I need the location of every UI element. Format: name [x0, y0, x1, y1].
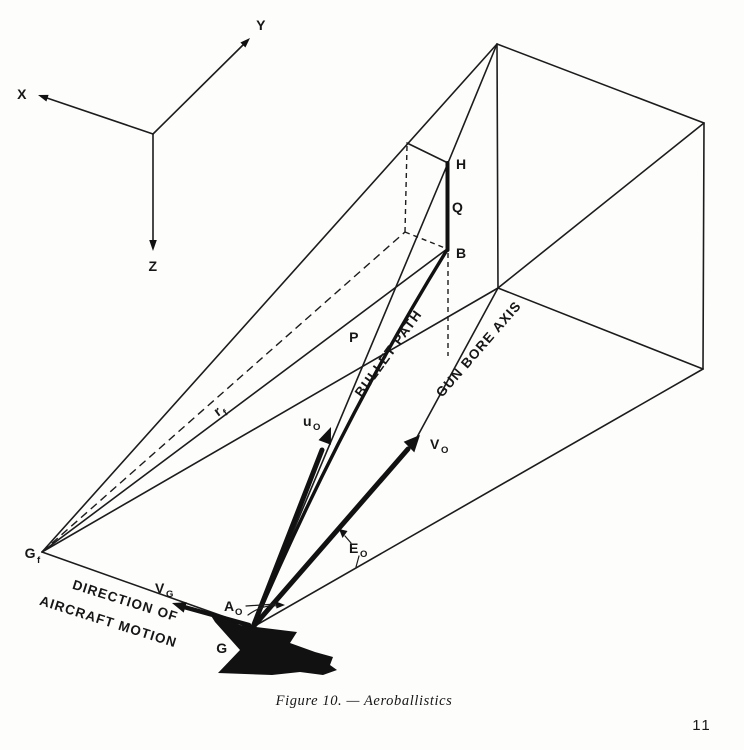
a0-angle-arc: [247, 605, 279, 616]
label-point-p: P: [349, 329, 359, 345]
edge-gun-bottomright-horizontal: [252, 368, 704, 628]
sight-lines: [41, 161, 499, 629]
label-e0-sub: O: [360, 549, 367, 560]
label-e0: E: [349, 540, 359, 556]
edge-apex-topright: [496, 43, 705, 124]
angle-indicators: [245, 529, 360, 616]
label-v0-sub: O: [441, 445, 448, 456]
label-gun-future-sub: f: [37, 555, 41, 566]
label-u0: u: [303, 413, 312, 429]
e0-tick-line: [355, 555, 360, 568]
label-point-b: B: [456, 245, 467, 261]
y-axis-arrowhead-icon: [240, 38, 250, 48]
page-number: 11: [692, 717, 712, 734]
a0-leader-line: [245, 603, 277, 607]
coordinate-axes: X Y Z: [17, 17, 266, 274]
edge-apex-h: [447, 43, 498, 164]
u0-vector-shaft: [250, 447, 325, 630]
edge-right-vertical: [702, 122, 705, 370]
e0-arrowhead-icon: [339, 529, 348, 538]
edge-mid-topright-diagonal: [497, 122, 705, 289]
x-axis-line: [43, 96, 154, 135]
edge-gf-mid: [41, 287, 499, 553]
gun-bore-axis-line: [415, 287, 499, 440]
aircraft-silhouette: [208, 611, 337, 675]
edge-mid-bottomright: [497, 287, 704, 370]
label-gun-bore-axis: GUN BORE AXIS: [433, 298, 524, 400]
z-axis-label: Z: [148, 258, 157, 274]
a0-arrowhead-icon: [275, 601, 285, 609]
v0-arrowhead-icon: [403, 435, 420, 453]
v0-vector-shaft: [250, 446, 411, 630]
x-axis-label: X: [17, 86, 27, 102]
dashed-bprime-b: [404, 231, 446, 249]
label-a0-sub: O: [235, 607, 242, 618]
label-vg-sub: G: [166, 589, 173, 600]
vg-arrowhead-icon: [172, 602, 187, 613]
label-gun: G: [216, 640, 227, 656]
x-axis-arrowhead-icon: [38, 94, 49, 102]
air-mass-box-edges: [41, 43, 705, 629]
dashed-hprime-bprime-vertical: [404, 145, 408, 233]
u0-arrowhead-icon: [318, 427, 331, 445]
hidden-edges: [41, 145, 449, 553]
edge-hprime-h: [406, 142, 449, 164]
y-axis-line: [152, 42, 246, 135]
label-v0: V: [430, 436, 440, 452]
future-range-line-rf: [41, 248, 448, 553]
label-u0-sub: O: [313, 422, 320, 433]
label-vg: V: [155, 580, 165, 596]
y-axis-label: Y: [256, 17, 266, 33]
e0-leader-line: [344, 535, 352, 544]
label-drop-q: Q: [452, 199, 463, 215]
label-bullet-path: BULLET PATH: [352, 307, 425, 400]
figure-caption: Figure 10. — Aeroballistics: [275, 693, 453, 709]
label-gun-future: G: [25, 545, 36, 561]
label-a0: A: [224, 598, 235, 614]
z-axis-arrowhead-icon: [149, 240, 157, 251]
dashed-gf-bprime: [41, 231, 406, 553]
label-point-h: H: [456, 156, 467, 172]
edge-apex-mid-vertical: [496, 43, 499, 289]
edge-gf-apex: [41, 43, 498, 553]
label-future-range-sub: f: [221, 407, 231, 418]
